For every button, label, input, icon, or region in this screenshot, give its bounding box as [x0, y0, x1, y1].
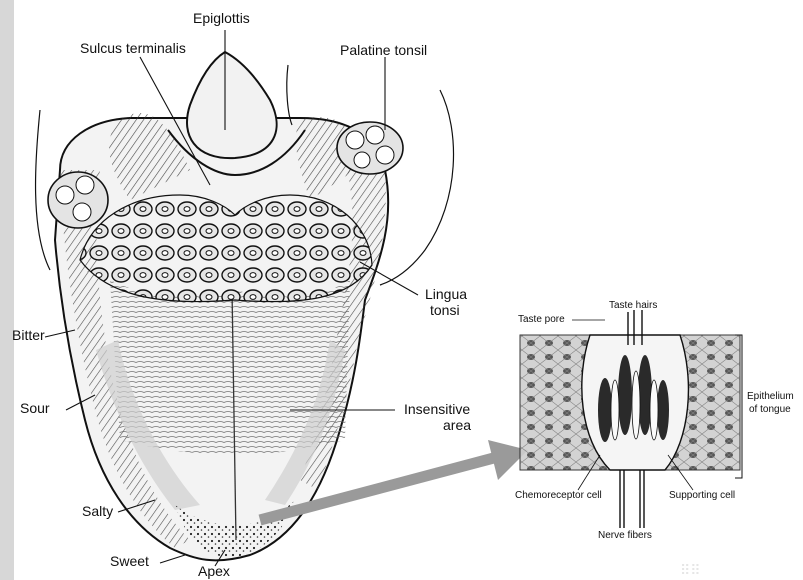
label-bitter: Bitter	[12, 327, 45, 343]
label-lingual-tonsil-line1: Lingua	[425, 286, 467, 302]
label-sulcus-terminalis: Sulcus terminalis	[80, 40, 186, 56]
label-chemoreceptor-cell: Chemoreceptor cell	[515, 490, 602, 501]
label-epiglottis: Epiglottis	[193, 10, 250, 26]
label-supporting-cell: Supporting cell	[669, 490, 735, 501]
epiglottis-shape	[187, 52, 277, 158]
vallate-papillae	[80, 195, 372, 302]
left-tonsil-shape	[48, 172, 108, 228]
page-edge	[0, 0, 14, 580]
label-taste-pore: Taste pore	[518, 314, 565, 325]
label-sour: Sour	[20, 400, 50, 416]
label-nerve-fibers: Nerve fibers	[598, 530, 652, 541]
label-salty: Salty	[82, 503, 113, 519]
label-area: area	[443, 417, 471, 433]
label-epithelium-line1: Epithelium	[747, 391, 794, 402]
palatine-tonsil-shape	[337, 122, 403, 174]
label-sweet: Sweet	[110, 553, 149, 569]
label-taste-hairs: Taste hairs	[609, 300, 657, 311]
label-lingual-tonsil-line2: tonsi	[430, 302, 460, 318]
label-apex: Apex	[198, 563, 230, 579]
label-palatine-tonsil: Palatine tonsil	[340, 42, 427, 58]
label-insensitive: Insensitive	[404, 401, 470, 417]
svg-text:⠿⠿: ⠿⠿	[680, 562, 701, 578]
label-epithelium-line2: of tongue	[749, 404, 791, 415]
